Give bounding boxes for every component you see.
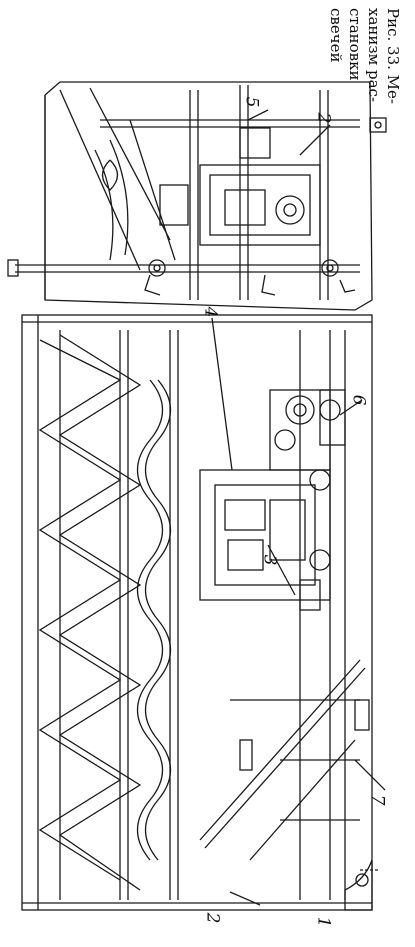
callout-6: 6 (348, 394, 369, 406)
callout-2-lower: 2 (202, 912, 223, 924)
callout-3: 3 (259, 554, 280, 566)
callout-7: 7 (367, 794, 388, 806)
callout-1: 1 (313, 916, 334, 928)
end-view-drawing (7, 81, 387, 311)
side-view-drawing (21, 314, 386, 911)
callout-2-upper: 2 (313, 112, 334, 124)
callout-4: 4 (200, 306, 221, 318)
callout-5: 5 (241, 96, 262, 108)
